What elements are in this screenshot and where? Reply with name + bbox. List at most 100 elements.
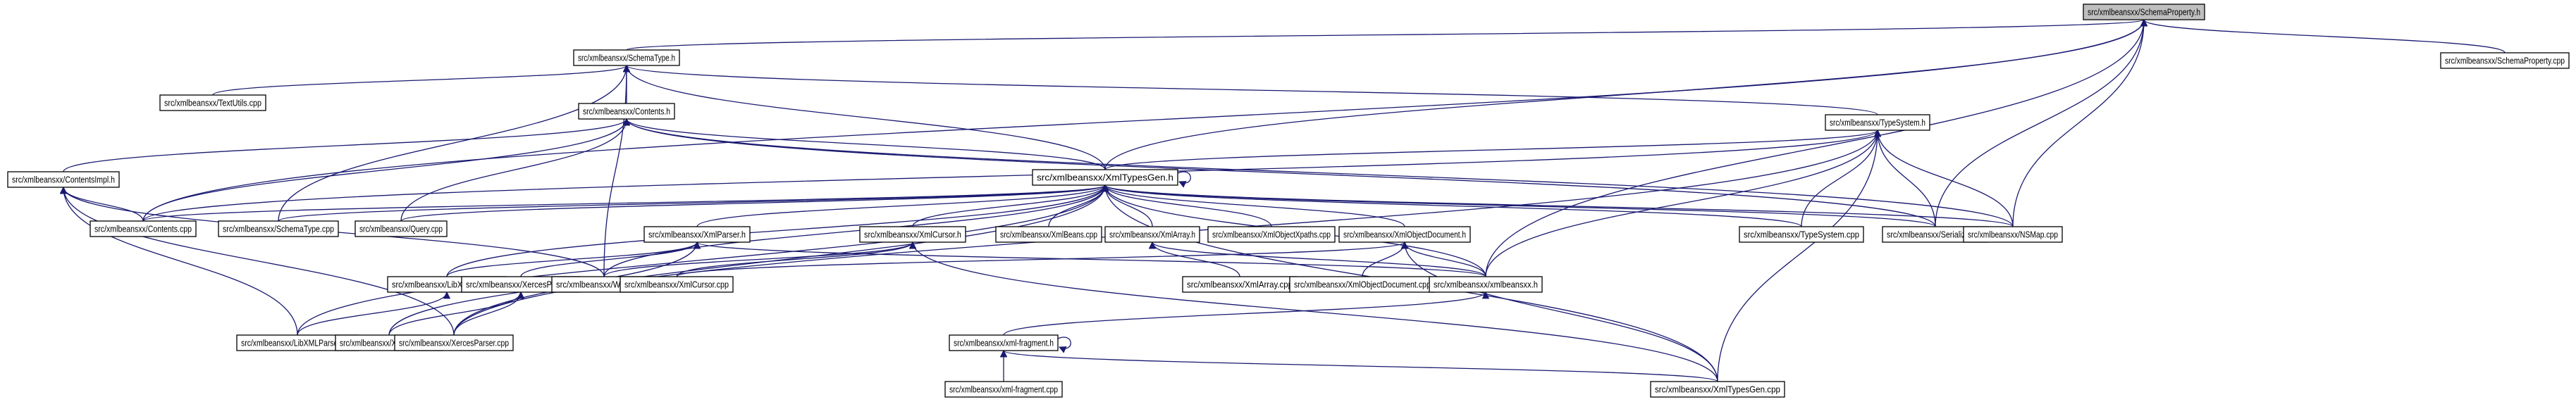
node-label: src/xmlbeansxx/XercesParser.h: [466, 279, 576, 289]
edge-xmltypesgen-h-to-schemaproperty-h: [1104, 18, 2148, 170]
node-label: src/xmlbeansxx/XmlArray.cpp: [1187, 279, 1293, 289]
node-box: [1739, 226, 1864, 243]
node-label: src/xmlbeansxx/SchemaType.h: [578, 52, 675, 63]
edge-xercesparser-cpp-to-xercesparser-h: [453, 291, 525, 336]
node-nsmap-cpp[interactable]: src/xmlbeansxx/NSMap.cpp: [1963, 226, 2063, 243]
node-label: src/xmlbeansxx/XmlTypesGen.cpp: [1655, 384, 1780, 394]
edge-xmltypesgen-h-to-schematype-h: [622, 64, 1106, 170]
edge-xmlcursor-cpp-to-xmlcursor-h: [676, 241, 917, 277]
node-contents-h[interactable]: src/xmlbeansxx/Contents.h: [578, 103, 675, 120]
node-label: src/xmlbeansxx/ContentsImpl.h: [12, 174, 115, 184]
edge-nsmap-cpp-to-typesystem-h: [1873, 129, 2014, 227]
edge-xmltypesgen-cpp-to-typesystem-h: [1717, 129, 1882, 382]
node-schematype-h[interactable]: src/xmlbeansxx/SchemaType.h: [573, 49, 680, 66]
edge-xmlbeansxx-h-to-xmlarray-h: [1148, 241, 1486, 277]
edge-xmltypesgen-h-to-xmltypesgen-h: [1177, 171, 1191, 188]
node-xml-fragment-cpp[interactable]: src/xmlbeansxx/xml-fragment.cpp: [944, 381, 1063, 398]
edge-xmlcursor-h-to-xmltypesgen-h: [912, 184, 1109, 227]
node-xmlcursor-cpp[interactable]: src/xmlbeansxx/XmlCursor.cpp: [620, 276, 734, 293]
node-label: src/xmlbeansxx/Contents.cpp: [94, 223, 192, 234]
node-label: src/xmlbeansxx/NSMap.cpp: [1968, 229, 2058, 239]
edge-libxmlparser-h-to-xmlparser-h: [446, 241, 701, 277]
node-xmltypesgen-h[interactable]: src/xmlbeansxx/XmlTypesGen.h: [1032, 169, 1178, 186]
edge-typesystem-h-to-schematype-h: [623, 64, 1878, 115]
node-label: src/xmlbeansxx/XmlCursor.cpp: [624, 279, 729, 289]
node-label: src/xmlbeansxx/TypeSystem.cpp: [1744, 229, 1859, 239]
edge-xmlcursor-cpp-to-xmlobjectdocument-h: [676, 241, 1408, 277]
edge-xmlparser-h-to-xmltypesgen-h: [696, 184, 1109, 227]
edge-walker-cpp-to-schematype-h: [603, 64, 631, 277]
node-box: [218, 220, 339, 237]
node-box: [1104, 226, 1200, 243]
node-xmlbeansxx-h[interactable]: src/xmlbeansxx/xmlbeansxx.h: [1429, 276, 1543, 293]
node-box: [2440, 52, 2570, 69]
node-label: src/xmlbeansxx/XmlBeans.cpp: [1000, 229, 1097, 239]
edge-xmlbeansxx-h-to-schemaproperty-h: [1485, 18, 2148, 277]
node-label: src/xmlbeansxx/XmlParser.h: [648, 229, 746, 239]
node-contents-cpp[interactable]: src/xmlbeansxx/Contents.cpp: [90, 220, 197, 237]
edge-serialize-cpp-to-typesystem-h: [1873, 129, 1936, 227]
node-xmlbeans-cpp[interactable]: src/xmlbeansxx/XmlBeans.cpp: [995, 226, 1102, 243]
edge-libxmlparser-cpp-to-libxmlparser-h: [297, 291, 451, 336]
node-label: src/xmlbeansxx/xml-fragment.h: [954, 337, 1054, 348]
node-box: [1825, 114, 1930, 131]
edge-schemaproperty-cpp-to-schemaproperty-h: [2140, 18, 2506, 54]
node-typesystem-h[interactable]: src/xmlbeansxx/TypeSystem.h: [1825, 114, 1930, 131]
edge-query-cpp-to-xmltypesgen-h: [400, 184, 1109, 222]
edge-xmltypesgen-h-to-contents-h: [622, 118, 1106, 170]
node-schematype-cpp[interactable]: src/xmlbeansxx/SchemaType.cpp: [218, 220, 339, 237]
node-label: src/xmlbeansxx/XmlArray.h: [1109, 229, 1195, 239]
edge-xmlparser-cpp-to-xercesparser-h: [388, 291, 525, 336]
edge-contents-cpp-to-contents-h: [142, 118, 631, 222]
node-textutils-cpp[interactable]: src/xmlbeansxx/TextUtils.cpp: [159, 94, 266, 111]
node-label: src/xmlbeansxx/LibXMLParser.cpp: [241, 337, 354, 348]
node-contentsimpl-h[interactable]: src/xmlbeansxx/ContentsImpl.h: [7, 171, 120, 188]
node-xml-fragment-h[interactable]: src/xmlbeansxx/xml-fragment.h: [949, 334, 1059, 351]
node-xercesparser-cpp[interactable]: src/xmlbeansxx/XercesParser.cpp: [394, 334, 514, 351]
edge-nsmap-cpp-to-xmltypesgen-h: [1102, 184, 2014, 227]
edge-nsmap-cpp-to-contents-h: [623, 118, 2014, 227]
edge-textutils-cpp-to-schematype-h: [212, 64, 630, 96]
node-box: [159, 94, 266, 111]
node-box: [578, 103, 675, 120]
node-xmlparser-h[interactable]: src/xmlbeansxx/XmlParser.h: [643, 226, 751, 243]
node-box: [1338, 226, 1471, 243]
node-box: [643, 226, 751, 243]
edge-xmlobjectdocument-cpp-to-xmlobjectdocument-h: [1362, 241, 1409, 277]
node-query-cpp[interactable]: src/xmlbeansxx/Query.cpp: [355, 220, 448, 237]
edge-libxmlparser-cpp-to-contentsimpl-h: [59, 186, 298, 336]
node-label: src/xmlbeansxx/XmlTypesGen.h: [1037, 172, 1173, 182]
node-label: src/xmlbeansxx/XercesParser.cpp: [399, 337, 509, 348]
edge-libxmlparser-cpp-to-xmltypesgen-h: [297, 184, 1109, 336]
node-serialize-cpp[interactable]: src/xmlbeansxx/Serialize.cpp: [1882, 226, 1989, 243]
node-box: [7, 171, 120, 188]
node-box: [573, 49, 680, 66]
node-xmltypesgen-cpp[interactable]: src/xmlbeansxx/XmlTypesGen.cpp: [1650, 381, 1785, 398]
node-label: src/xmlbeansxx/XmlObjectXpaths.cpp: [1212, 229, 1331, 239]
node-xmlobjectxpaths-cpp[interactable]: src/xmlbeansxx/XmlObjectXpaths.cpp: [1207, 226, 1336, 243]
node-xmlobjectdocument-cpp[interactable]: src/xmlbeansxx/XmlObjectDocument.cpp: [1289, 276, 1436, 293]
edge-nsmap-cpp-to-schemaproperty-h: [2012, 18, 2148, 227]
node-schemaproperty-cpp[interactable]: src/xmlbeansxx/SchemaProperty.cpp: [2440, 52, 2570, 69]
node-box: [90, 220, 197, 237]
node-typesystem-cpp[interactable]: src/xmlbeansxx/TypeSystem.cpp: [1739, 226, 1864, 243]
node-label: src/xmlbeansxx/XmlObjectDocument.cpp: [1294, 279, 1431, 289]
edge-serialize-cpp-to-schemaproperty-h: [1935, 18, 2148, 227]
node-xmlobjectdocument-h[interactable]: src/xmlbeansxx/XmlObjectDocument.h: [1338, 226, 1471, 243]
edge-xmltypesgen-cpp-to-xmlcursor-h: [908, 241, 1718, 382]
node-xmlcursor-h[interactable]: src/xmlbeansxx/XmlCursor.h: [859, 226, 966, 243]
edges-layer: [59, 18, 2506, 382]
edge-xmltypesgen-cpp-to-xml-fragment-h: [1000, 349, 1718, 382]
node-xmlarray-h[interactable]: src/xmlbeansxx/XmlArray.h: [1104, 226, 1200, 243]
edge-contents-cpp-to-typesystem-h: [142, 129, 1881, 222]
node-box: [620, 276, 734, 293]
node-xmlarray-cpp[interactable]: src/xmlbeansxx/XmlArray.cpp: [1182, 276, 1298, 293]
edge-schematype-h-to-schemaproperty-h: [626, 18, 2147, 51]
node-box: [1963, 226, 2063, 243]
node-box: [995, 226, 1102, 243]
node-libxmlparser-cpp[interactable]: src/xmlbeansxx/LibXMLParser.cpp: [236, 334, 359, 351]
node-xercesparser-h[interactable]: src/xmlbeansxx/XercesParser.h: [461, 276, 581, 293]
node-label: src/xmlbeansxx/TextUtils.cpp: [164, 97, 261, 108]
node-box: [355, 220, 448, 237]
